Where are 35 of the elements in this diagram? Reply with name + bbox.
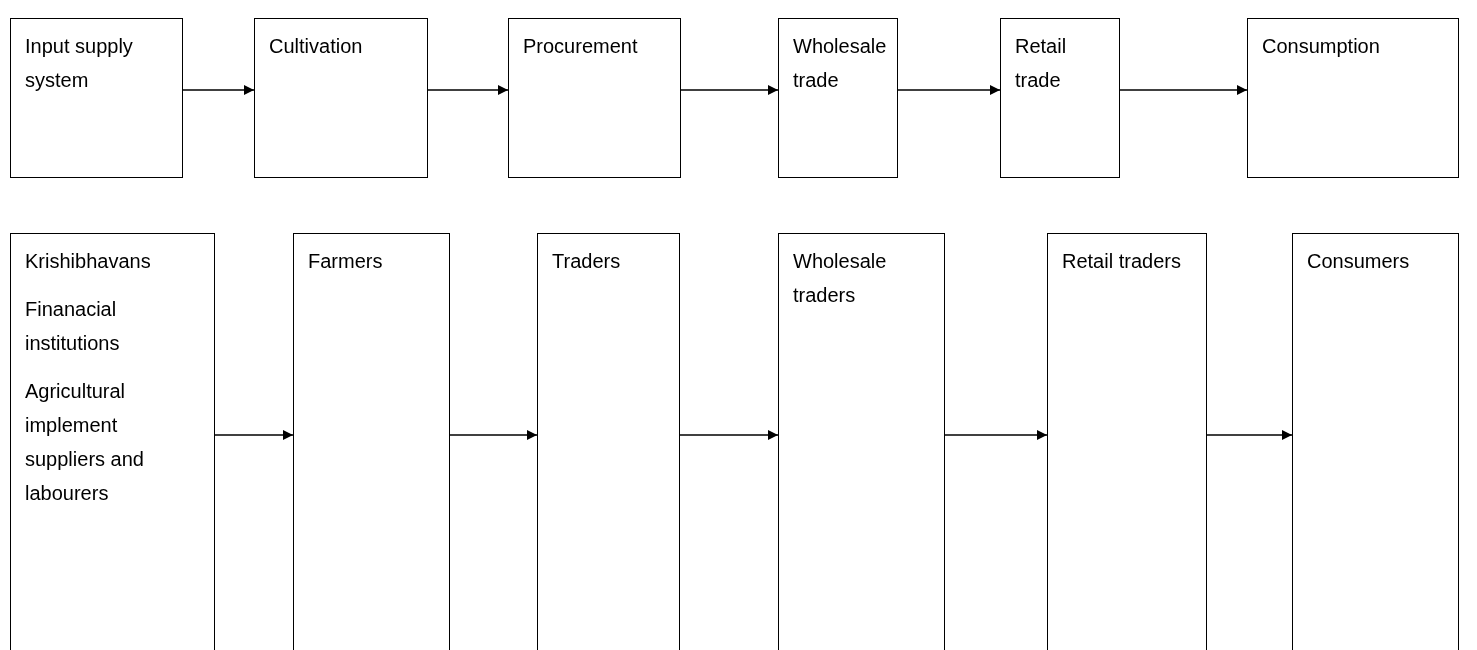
process-box — [293, 233, 450, 650]
box-label: Retail trade — [1015, 34, 1068, 93]
arrow — [182, 85, 255, 95]
arrow — [214, 430, 294, 440]
box-label: Finanacial institutions — [25, 297, 121, 356]
process-box — [1292, 233, 1459, 650]
box-label: Procurement — [523, 34, 639, 59]
arrow — [680, 85, 779, 95]
process-box — [537, 233, 680, 650]
process-box — [1000, 18, 1120, 178]
box-label: Wholesale traders — [793, 249, 888, 308]
arrow — [1119, 85, 1248, 95]
process-box — [1247, 18, 1459, 178]
arrow — [679, 430, 779, 440]
arrow — [449, 430, 538, 440]
box-label: Input supply system — [25, 34, 134, 93]
arrow — [1206, 430, 1293, 440]
box-label: Agricultural implement suppliers and labourers — [25, 379, 145, 506]
box-label: Retail traders — [1062, 249, 1182, 274]
process-box — [778, 18, 898, 178]
arrow — [897, 85, 1001, 95]
arrow — [427, 85, 509, 95]
process-box — [254, 18, 428, 178]
process-box — [10, 18, 183, 178]
box-label: Krishibhavans — [25, 249, 152, 274]
box-label: Consumption — [1262, 34, 1381, 59]
process-box — [508, 18, 681, 178]
box-label: Farmers — [308, 249, 384, 274]
process-box — [1047, 233, 1207, 650]
arrow — [944, 430, 1048, 440]
process-box — [10, 233, 215, 650]
box-label: Traders — [552, 249, 622, 274]
process-box — [778, 233, 945, 650]
box-label: Consumers — [1307, 249, 1411, 274]
box-label: Cultivation — [269, 34, 364, 59]
